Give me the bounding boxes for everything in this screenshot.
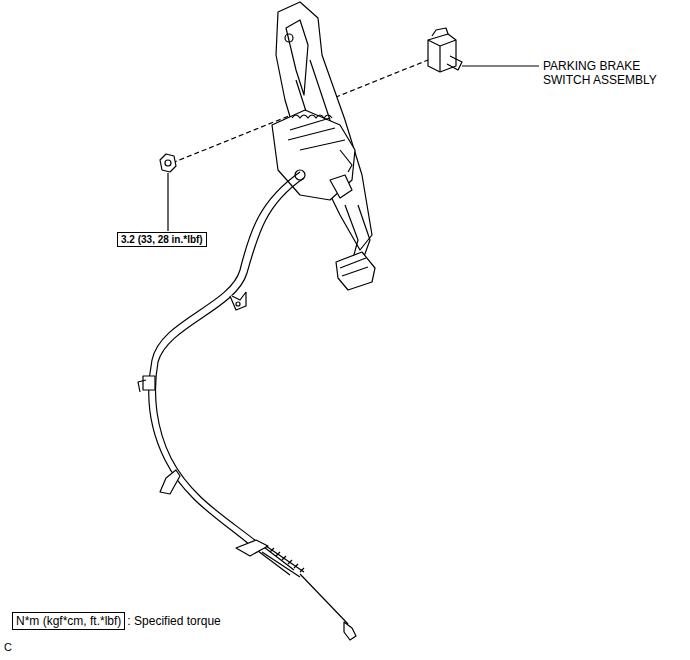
- leader-line: [167, 173, 168, 231]
- pedal-bracket: [272, 2, 375, 290]
- legend-box: N*m (kgf*cm, ft.*lbf): [12, 612, 125, 630]
- torque-value: 3.2 (33, 28 in.*lbf): [121, 234, 203, 245]
- nut: [160, 154, 176, 231]
- leader-line: [462, 65, 539, 66]
- legend-text: : Specified torque: [127, 614, 220, 628]
- torque-box: 3.2 (33, 28 in.*lbf): [117, 232, 207, 247]
- parking-brake-switch: [428, 28, 539, 72]
- legend-unit: N*m (kgf*cm, ft.*lbf): [16, 614, 121, 628]
- figure-code: C: [4, 641, 12, 654]
- part-name: PARKING BRAKE SWITCH ASSEMBLY: [543, 59, 683, 88]
